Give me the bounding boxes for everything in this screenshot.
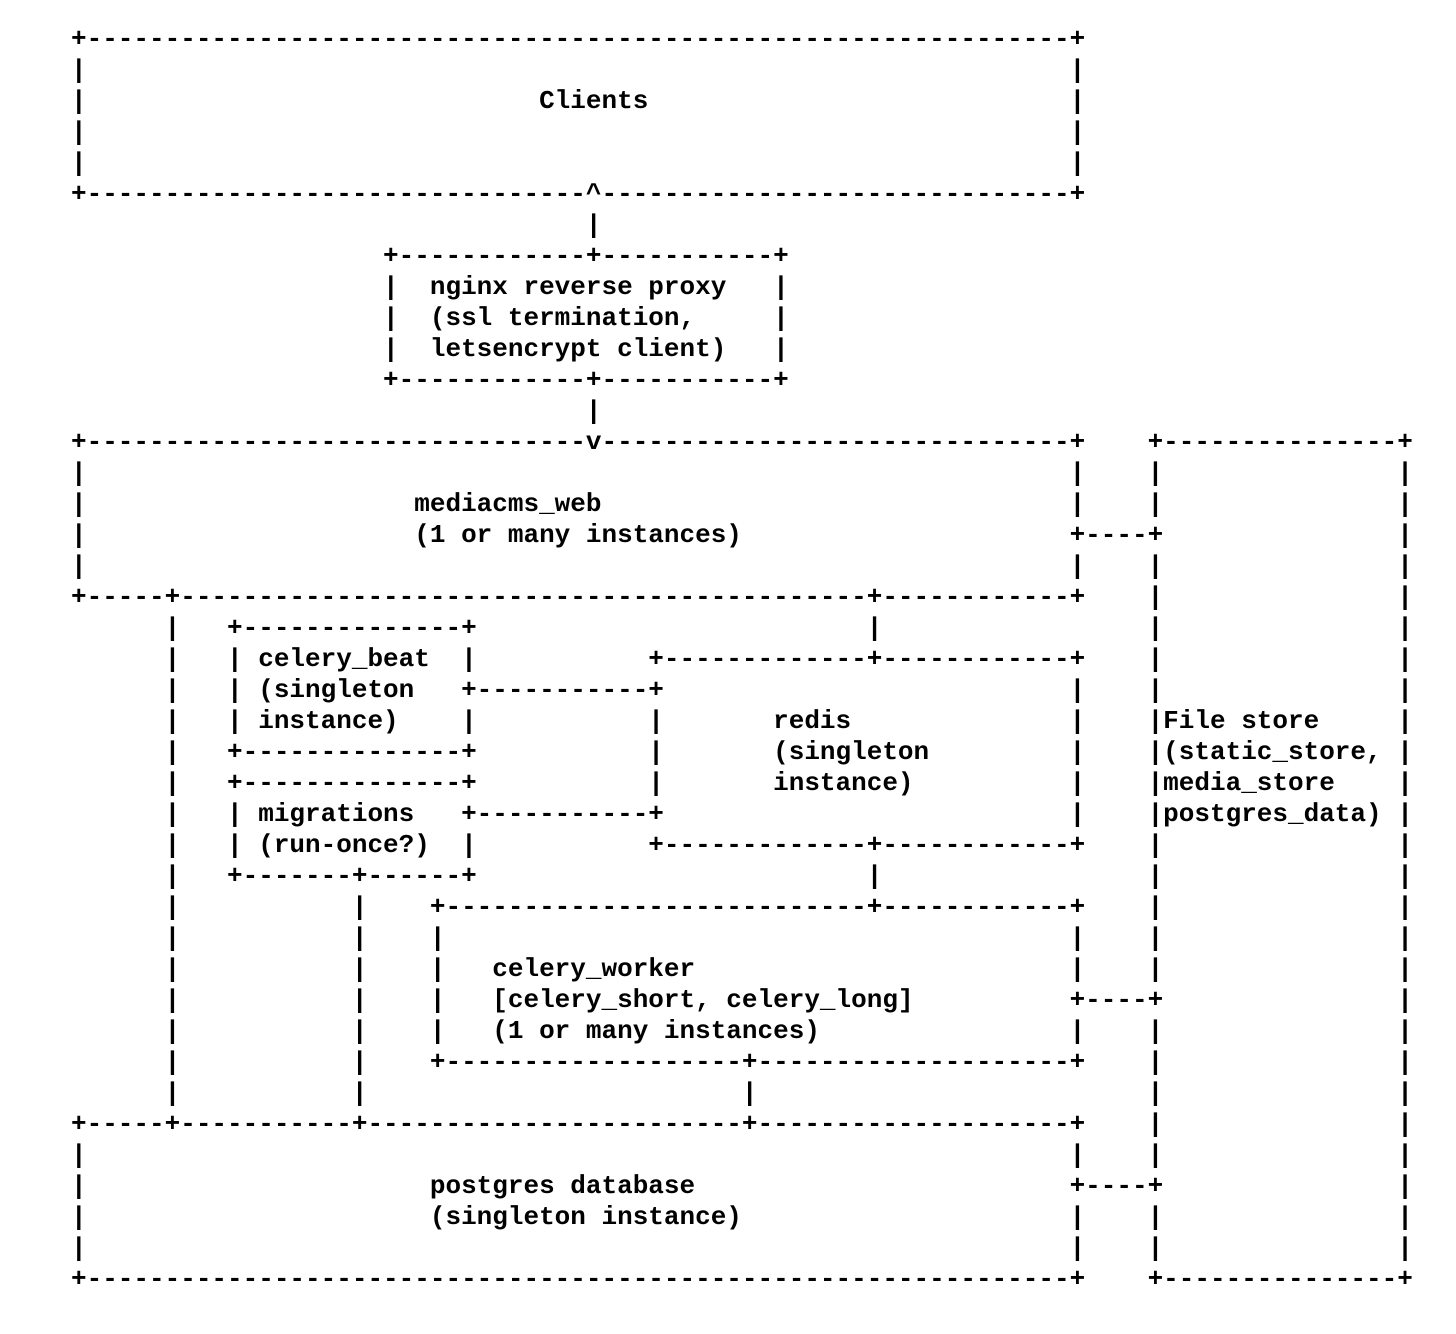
architecture-diagram-page: +---------------------------------------… xyxy=(71,24,1413,1294)
ascii-architecture-diagram: +---------------------------------------… xyxy=(71,24,1413,1294)
